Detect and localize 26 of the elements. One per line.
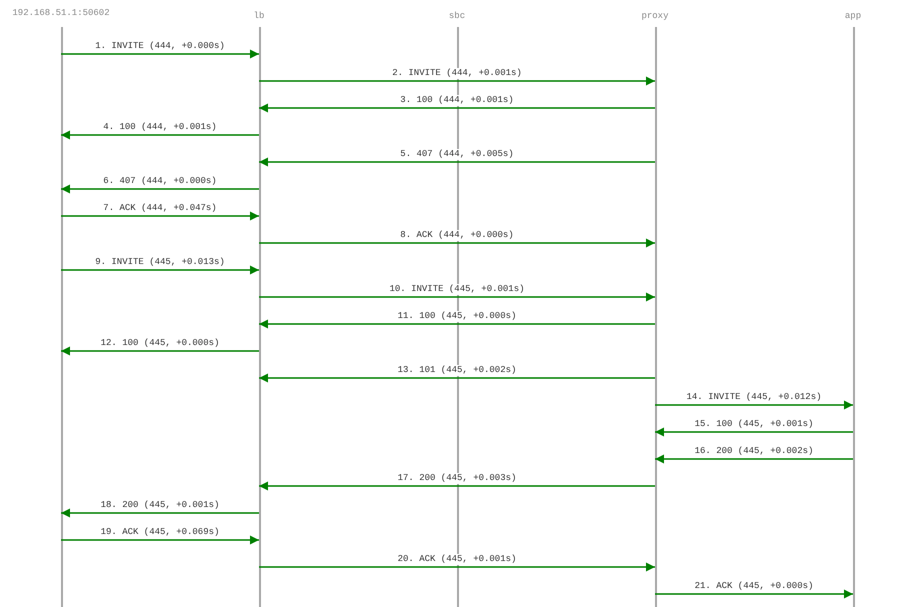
participant-name: lb xyxy=(254,10,264,23)
message-arrow xyxy=(61,266,259,274)
message-arrow xyxy=(259,482,655,490)
message-arrow xyxy=(259,320,655,328)
message-arrow xyxy=(259,76,655,86)
message-arrow xyxy=(61,184,259,194)
message-arrow xyxy=(61,212,259,220)
message-arrow xyxy=(259,562,655,572)
participant-name: 192.168.51.1:50602 xyxy=(12,7,110,20)
message-arrow xyxy=(259,374,655,382)
message-arrow xyxy=(655,454,853,464)
message-arrow xyxy=(655,428,853,436)
message-arrow xyxy=(61,130,259,140)
message-arrow xyxy=(259,158,655,166)
message-arrow xyxy=(61,50,259,58)
message-arrow xyxy=(655,400,853,410)
message-arrow xyxy=(655,590,853,598)
message-arrow xyxy=(61,346,259,356)
message-arrow xyxy=(61,508,259,518)
message-arrow xyxy=(259,238,655,248)
participant-name: sbc xyxy=(448,10,466,23)
participant-name: proxy xyxy=(641,10,668,23)
message-arrow xyxy=(259,292,655,302)
participant-name: app xyxy=(844,10,862,23)
message-arrow xyxy=(61,536,259,544)
message-arrow xyxy=(259,104,655,112)
